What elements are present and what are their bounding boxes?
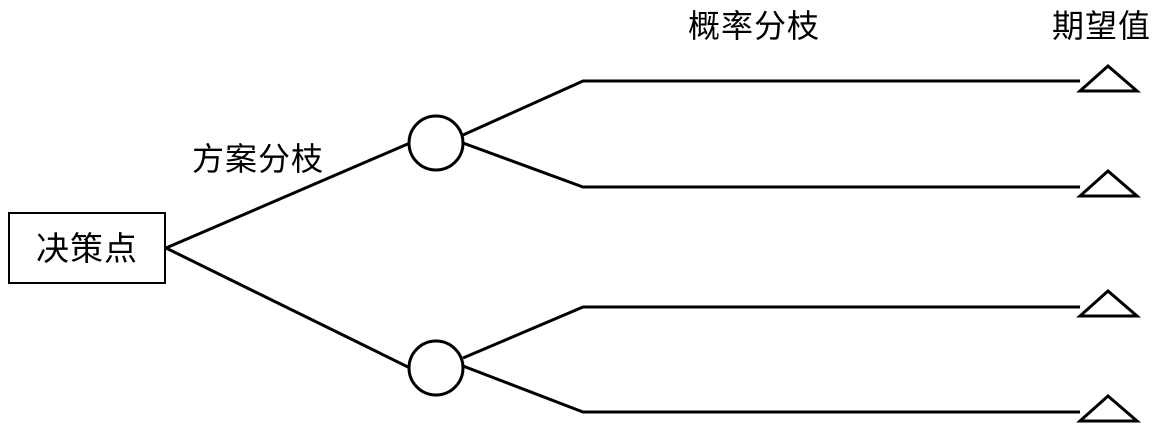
probability-branch-3 (462, 305, 1080, 360)
outcome-triangle-2 (1076, 169, 1142, 198)
chance-node-upper (407, 114, 465, 172)
decision-node: 决策点 (8, 212, 166, 284)
outcome-triangle-4 (1076, 394, 1142, 423)
option-branch-label: 方案分枝 (192, 140, 325, 178)
probability-branch-label: 概率分枝 (688, 7, 821, 45)
decision-node-label: 决策点 (36, 228, 138, 268)
chance-node-lower (407, 339, 465, 397)
expected-value-label: 期望值 (1052, 7, 1152, 45)
option-branch-upper (165, 141, 411, 250)
option-branch-lower (165, 246, 411, 370)
outcome-triangle-1 (1076, 64, 1142, 93)
probability-branch-2 (462, 141, 1080, 189)
probability-branch-4 (462, 364, 1080, 414)
probability-branch-1 (462, 79, 1080, 137)
outcome-triangle-3 (1076, 289, 1142, 318)
